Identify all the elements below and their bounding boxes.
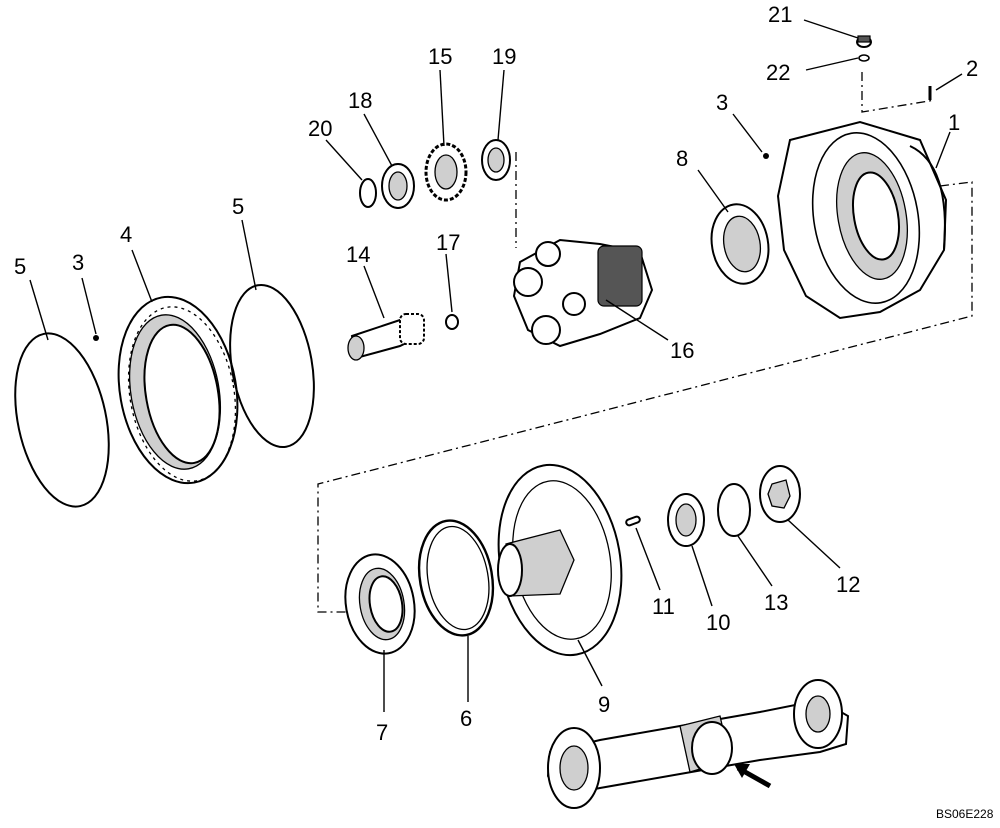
part-17-pin bbox=[445, 314, 459, 330]
callout-6: 6 bbox=[460, 706, 472, 731]
part-4-ring-gear bbox=[117, 295, 239, 485]
callout-labels: 1 2 3 3 4 5 5 6 7 8 9 10 11 12 13 14 15 … bbox=[14, 2, 978, 745]
part-5-left-o-ring bbox=[14, 332, 110, 508]
leader-lines bbox=[29, 19, 963, 712]
part-6-seal-ring bbox=[417, 519, 495, 637]
part-7-bearing bbox=[344, 553, 416, 655]
callout-19: 19 bbox=[492, 44, 516, 69]
callout-3-upper: 3 bbox=[716, 90, 728, 115]
part-10-nut bbox=[667, 493, 705, 547]
part-22-washer bbox=[858, 54, 870, 62]
callout-9: 9 bbox=[598, 692, 610, 717]
callout-5-right: 5 bbox=[232, 194, 244, 219]
callout-22: 22 bbox=[766, 60, 790, 85]
callout-14: 14 bbox=[346, 242, 370, 267]
callout-3-left: 3 bbox=[72, 250, 84, 275]
part-5-right-o-ring bbox=[229, 283, 315, 449]
callout-10: 10 bbox=[706, 610, 730, 635]
part-13-o-ring bbox=[717, 483, 751, 537]
reference-code: BS06E228 bbox=[936, 807, 994, 821]
part-3-left-pin bbox=[93, 335, 99, 341]
part-14-planet-shaft bbox=[347, 313, 425, 361]
assembly-line-top bbox=[861, 72, 936, 113]
part-3-upper-pin bbox=[763, 153, 769, 159]
part-11-pin bbox=[625, 515, 641, 527]
callout-13: 13 bbox=[764, 590, 788, 615]
callout-8: 8 bbox=[676, 146, 688, 171]
part-1-housing bbox=[776, 120, 948, 320]
part-20-snap-ring bbox=[359, 178, 377, 208]
callout-18: 18 bbox=[348, 88, 372, 113]
assembly-lines bbox=[317, 72, 973, 613]
assembly-line-main bbox=[317, 181, 973, 613]
callout-7: 7 bbox=[376, 720, 388, 745]
callout-5-left: 5 bbox=[14, 254, 26, 279]
callout-16: 16 bbox=[670, 338, 694, 363]
callout-21: 21 bbox=[768, 2, 792, 27]
callout-2: 2 bbox=[966, 56, 978, 81]
part-19-bearing bbox=[481, 139, 511, 181]
part-18-bearing bbox=[381, 163, 415, 209]
part-21-cap bbox=[856, 35, 872, 48]
callout-15: 15 bbox=[428, 44, 452, 69]
callout-12: 12 bbox=[836, 572, 860, 597]
callout-11: 11 bbox=[652, 594, 675, 619]
part-15-planet-gear bbox=[424, 142, 468, 202]
callout-17: 17 bbox=[436, 230, 460, 255]
axle-assembly-inset bbox=[546, 679, 850, 809]
part-8-bearing bbox=[710, 203, 770, 285]
callout-20: 20 bbox=[308, 116, 332, 141]
callout-1: 1 bbox=[948, 110, 960, 135]
callout-4: 4 bbox=[120, 222, 132, 247]
part-9-wheel-hub bbox=[497, 463, 623, 657]
part-16-planet-carrier bbox=[512, 238, 654, 348]
part-12-lock-plate bbox=[759, 465, 801, 523]
